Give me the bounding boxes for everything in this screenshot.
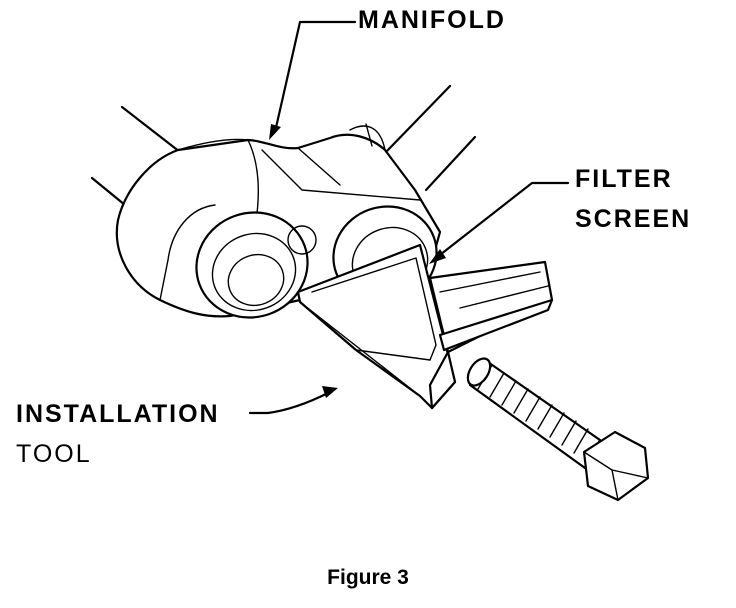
left-port (195, 211, 317, 319)
manifold-label: MANIFOLD (358, 6, 506, 34)
manifold-leader (269, 20, 357, 140)
filter-screen-leader (429, 181, 570, 264)
installation-label: INSTALLATION (16, 400, 220, 428)
figure-caption: Figure 3 (327, 566, 409, 589)
installation-tool (296, 243, 554, 410)
tool-label: TOOL (16, 440, 92, 468)
bolt-hex-head (582, 430, 650, 502)
pipe-lines (90, 84, 477, 207)
threaded-bolt (466, 357, 602, 470)
screen-label: SCREEN (575, 205, 692, 233)
installation-tool-leader (248, 386, 338, 415)
filter-label: FILTER (575, 165, 673, 193)
